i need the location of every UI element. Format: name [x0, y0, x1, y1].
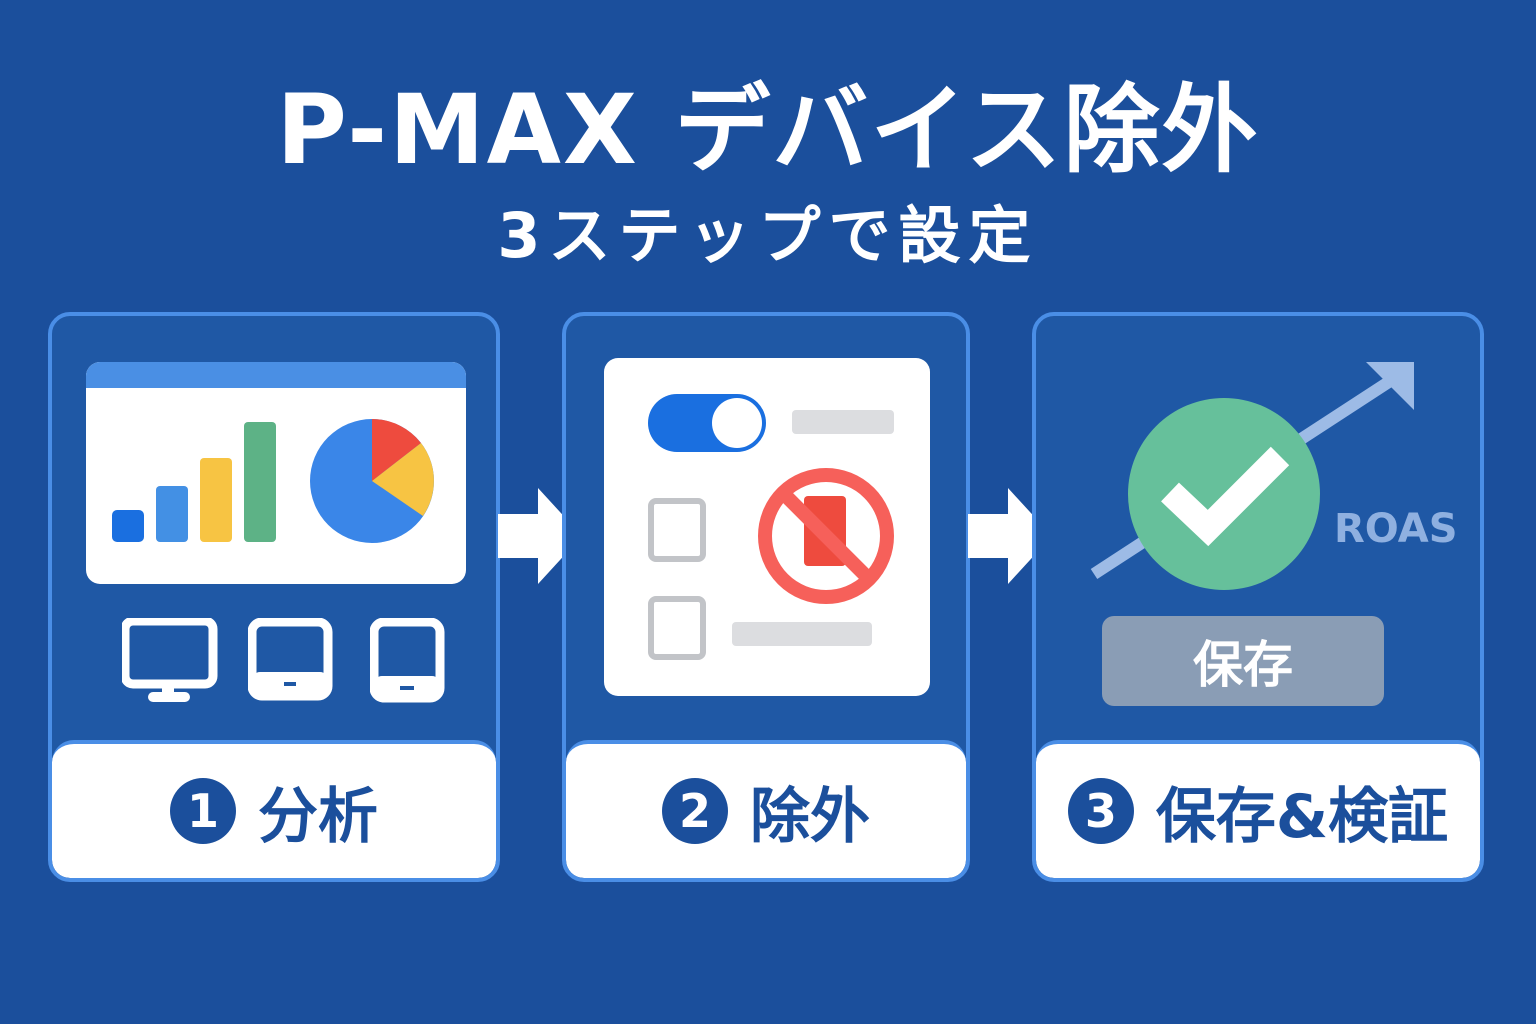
step-number-badge: 1 — [170, 778, 236, 844]
page-subtitle: 3ステップで設定 — [497, 199, 1039, 272]
pie-chart-icon — [310, 419, 434, 543]
check-circle-icon — [1128, 398, 1320, 590]
page-title: P-MAX デバイス除外 — [276, 74, 1260, 186]
save-button[interactable]: 保存 — [1102, 616, 1384, 706]
step-number-badge: 2 — [662, 778, 728, 844]
step-card-exclude: 2 除外 — [562, 312, 970, 882]
step-card-save-verify: ROAS 保存 3 保存&検証 — [1032, 312, 1484, 882]
step-label: 除外 — [750, 781, 870, 852]
arrow-right-icon — [968, 488, 1052, 584]
bar-chart-icon — [112, 422, 276, 542]
mobile-prohibited-icon — [758, 468, 894, 604]
dashboard-header-bar — [86, 362, 466, 388]
checkbox[interactable] — [648, 596, 706, 660]
tablet-portrait-icon — [370, 618, 445, 703]
checkbox[interactable] — [648, 498, 706, 562]
step-label-box: 1 分析 — [52, 740, 496, 878]
step-label: 保存&検証 — [1155, 781, 1449, 852]
step-card-analyze: 1 分析 — [48, 312, 500, 882]
step-number-badge: 3 — [1067, 778, 1134, 844]
tablet-icon — [248, 618, 333, 701]
toggle-switch[interactable] — [648, 394, 766, 452]
placeholder-line — [792, 410, 894, 434]
arrow-right-icon — [498, 488, 582, 584]
step-label: 分析 — [258, 781, 378, 852]
step-label-box: 3 保存&検証 — [1036, 740, 1480, 878]
step-label-box: 2 除外 — [566, 740, 966, 878]
dashboard-panel — [86, 362, 466, 584]
desktop-icon — [122, 618, 218, 702]
roas-label: ROAS — [1334, 506, 1458, 552]
settings-panel — [604, 358, 930, 696]
placeholder-line — [732, 622, 872, 646]
